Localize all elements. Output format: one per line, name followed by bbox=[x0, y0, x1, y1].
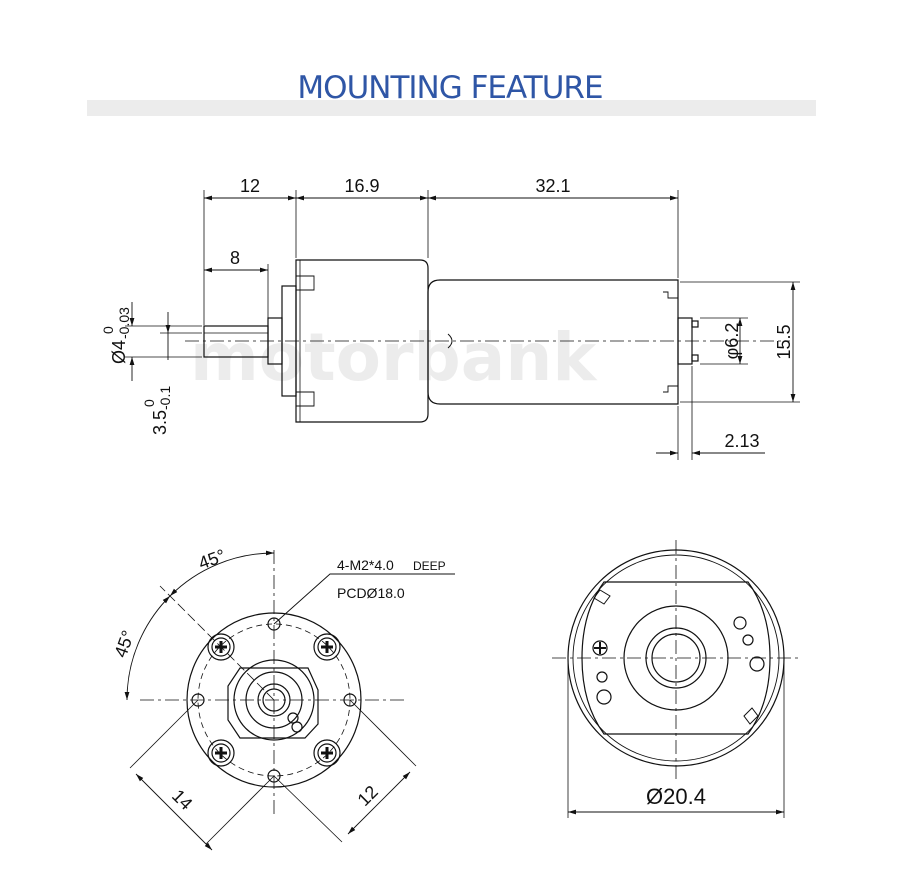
mount-hole-left bbox=[191, 693, 205, 707]
svg-text:0: 0 bbox=[100, 326, 116, 334]
svg-text:3.5: 3.5 bbox=[150, 410, 170, 435]
dim-boss: φ6.2 bbox=[722, 323, 742, 360]
mount-hole-right bbox=[343, 693, 357, 707]
page-title: MOUNTING FEATURE bbox=[297, 70, 603, 106]
front-shaft bbox=[257, 683, 291, 717]
dim-shaft-length: 12 bbox=[240, 176, 260, 196]
angle-top: 45° bbox=[196, 545, 228, 573]
front-boss bbox=[233, 659, 315, 741]
svg-text:DEEP: DEEP bbox=[413, 559, 446, 573]
dim-shaft-flat: 8 bbox=[230, 248, 240, 268]
dim-rear-diameter: Ø20.4 bbox=[646, 784, 706, 809]
dim-height: 15.5 bbox=[774, 324, 794, 359]
dim-front-14: 14 bbox=[168, 786, 196, 814]
svg-text:PCDØ18.0: PCDØ18.0 bbox=[337, 585, 405, 601]
dim-front-12: 12 bbox=[354, 782, 382, 810]
mount-hole-top bbox=[267, 617, 281, 631]
dim-gearbox-length: 16.9 bbox=[344, 176, 379, 196]
svg-text:0: 0 bbox=[141, 399, 157, 407]
side-view bbox=[125, 190, 800, 460]
rear-boss bbox=[677, 317, 693, 365]
svg-text:Ø4: Ø4 bbox=[109, 340, 129, 364]
gearbox-body bbox=[295, 259, 429, 423]
gearbox-outline bbox=[186, 612, 362, 788]
dim-motor-length: 32.1 bbox=[535, 176, 570, 196]
dim-flat: 3.5 -0.1 0 bbox=[141, 386, 173, 435]
screw-bl bbox=[207, 739, 235, 767]
dim-terminal: 2.13 bbox=[724, 431, 759, 451]
svg-text:-0.03: -0.03 bbox=[116, 307, 132, 339]
mount-hole-bottom bbox=[267, 769, 281, 783]
front-view bbox=[124, 550, 455, 851]
svg-text:4-M2*4.0: 4-M2*4.0 bbox=[337, 557, 394, 573]
gear-plate bbox=[227, 667, 319, 739]
rear-view bbox=[552, 540, 800, 818]
rear-outline bbox=[567, 549, 785, 767]
title-underline-bar bbox=[87, 100, 816, 116]
rear-boss-outer bbox=[623, 605, 729, 711]
dim-shaft-diameter: Ø4 -0.03 0 bbox=[100, 307, 132, 364]
hole-note: 4-M2*4.0 DEEP PCDØ18.0 bbox=[337, 557, 446, 601]
screw-br bbox=[313, 739, 341, 767]
screw-tr bbox=[313, 633, 341, 661]
end-cap bbox=[581, 581, 771, 735]
svg-text:-0.1: -0.1 bbox=[157, 386, 173, 410]
motor-can bbox=[427, 279, 679, 405]
rear-bearing bbox=[645, 627, 707, 689]
